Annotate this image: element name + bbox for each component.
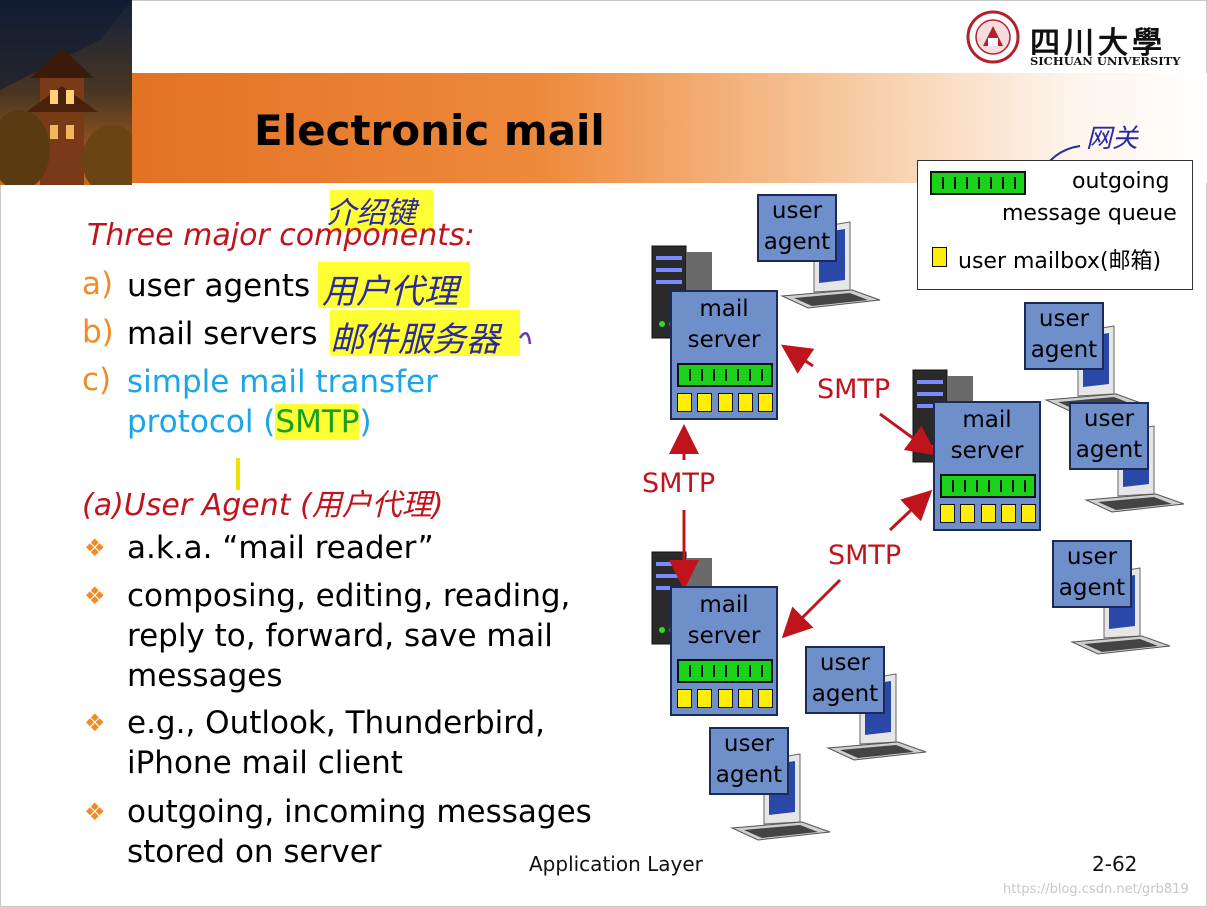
agent-label-line1: user bbox=[819, 650, 871, 676]
bullet-4-line-2: stored on server bbox=[127, 834, 382, 870]
bullet-2-line-2: reply to, forward, save mail bbox=[127, 618, 553, 654]
user-mailboxes bbox=[940, 504, 1036, 525]
slide-title: Electronic mail bbox=[254, 106, 605, 155]
smtp-label: SMTP bbox=[642, 468, 716, 499]
user-agent-box: user agent bbox=[1069, 402, 1149, 470]
highlight-mark bbox=[330, 190, 433, 232]
smtp-arrow bbox=[879, 412, 937, 456]
server-label-line2: server bbox=[687, 327, 761, 353]
legend-mailbox-swatch bbox=[932, 247, 947, 267]
footer-chapter: Application Layer bbox=[529, 852, 703, 876]
bullet-2-line-1: composing, editing, reading, bbox=[127, 578, 571, 614]
highlight-mark bbox=[318, 262, 470, 308]
bullet-3-line-2: iPhone mail client bbox=[127, 745, 403, 781]
item-c-text-line1: simple mail transfer bbox=[127, 364, 438, 400]
server-label: mail server bbox=[672, 590, 776, 652]
university-name-cn: 四川大學 bbox=[1030, 26, 1166, 61]
user-mailboxes bbox=[677, 689, 773, 710]
user-agent-heading: (a)User Agent (用户代理) bbox=[82, 488, 444, 523]
legend-box: outgoing message queue user mailbox(邮箱) bbox=[917, 160, 1193, 290]
smtp-label: SMTP bbox=[817, 374, 891, 405]
agent-label-line2: agent bbox=[811, 681, 879, 707]
smtp-label: SMTP bbox=[828, 540, 902, 571]
agent-label-line2: agent bbox=[715, 762, 783, 788]
item-c-text-line2: protocol (SMTP) bbox=[127, 402, 372, 442]
agent-label-line1: user bbox=[1083, 406, 1135, 432]
bullet-2-line-3: messages bbox=[127, 658, 283, 694]
user-agent-box: user agent bbox=[805, 646, 885, 714]
handwritten-note-top: 介绍键 bbox=[326, 196, 416, 231]
item-c-prefix: protocol ( bbox=[127, 404, 276, 440]
highlight-mark bbox=[330, 310, 520, 356]
item-c-smtp: SMTP bbox=[275, 404, 360, 440]
components-heading: Three major components: bbox=[87, 218, 475, 253]
handwritten-note-a: 用户代理 bbox=[322, 272, 458, 312]
university-seal-icon bbox=[966, 10, 1020, 64]
agent-label-line2: agent bbox=[1075, 437, 1143, 463]
handwritten-note-legend: 网关 bbox=[1086, 124, 1139, 154]
server-label-line1: mail bbox=[962, 407, 1012, 433]
server-label-line1: mail bbox=[699, 296, 749, 322]
outgoing-queue bbox=[677, 659, 773, 683]
bullet-1-line-1: a.k.a. “mail reader” bbox=[127, 530, 434, 566]
agent-label-line2: agent bbox=[1030, 337, 1098, 363]
agent-label-line1: user bbox=[723, 731, 775, 757]
user-mailboxes bbox=[677, 393, 773, 414]
campus-tower-photo bbox=[0, 0, 132, 185]
footer-page-number: 2-62 bbox=[1092, 852, 1138, 876]
smtp-arrow bbox=[781, 578, 842, 639]
university-name-en: SICHUAN UNIVERSITY bbox=[1030, 54, 1181, 68]
user-agent-box: user agent bbox=[709, 727, 789, 795]
text-cursor-mark bbox=[236, 458, 240, 490]
item-c-suffix: ) bbox=[359, 404, 372, 440]
smtp-arrow bbox=[888, 489, 933, 532]
server-label: mail server bbox=[935, 405, 1039, 467]
legend-queue-label-2: message queue bbox=[1002, 201, 1177, 226]
item-a-text: user agents bbox=[127, 268, 311, 304]
bullet-diamond-icon: ❖ bbox=[84, 582, 106, 610]
legend-queue-label-1: outgoing bbox=[1072, 169, 1170, 194]
watermark-url: https://blog.csdn.net/grb819 bbox=[1003, 882, 1189, 897]
mail-server-top: mail server bbox=[670, 290, 778, 420]
agent-label-line1: user bbox=[1038, 306, 1090, 332]
item-c-letter: c) bbox=[82, 362, 112, 398]
outgoing-queue bbox=[940, 474, 1036, 498]
server-label: mail server bbox=[672, 294, 776, 356]
bullet-4-line-1: outgoing, incoming messages bbox=[127, 794, 592, 830]
user-agent-box: user agent bbox=[1024, 302, 1104, 370]
item-b-letter: b) bbox=[82, 314, 114, 350]
mail-server-right: mail server bbox=[933, 401, 1041, 531]
bullet-diamond-icon: ❖ bbox=[84, 534, 106, 562]
handwritten-note-b: 邮件服务器 bbox=[330, 320, 500, 360]
agent-label-line2: agent bbox=[763, 229, 831, 255]
smtp-arrow bbox=[781, 344, 815, 374]
item-b-text: mail servers bbox=[127, 316, 318, 352]
handwritten-stroke bbox=[518, 331, 532, 345]
bullet-diamond-icon: ❖ bbox=[84, 709, 106, 737]
outgoing-queue bbox=[677, 363, 773, 387]
agent-label-line1: user bbox=[1066, 544, 1118, 570]
server-label-line1: mail bbox=[699, 592, 749, 618]
item-a-letter: a) bbox=[82, 266, 114, 302]
legend-queue-swatch bbox=[930, 171, 1026, 195]
agent-label-line1: user bbox=[771, 198, 823, 224]
bullet-3-line-1: e.g., Outlook, Thunderbird, bbox=[127, 705, 545, 741]
user-agent-box: user agent bbox=[757, 194, 837, 262]
mail-server-bottom: mail server bbox=[670, 586, 778, 716]
user-agent-box: user agent bbox=[1052, 540, 1132, 608]
bullet-diamond-icon: ❖ bbox=[84, 798, 106, 826]
legend-mailbox-label: user mailbox(邮箱) bbox=[958, 249, 1162, 274]
agent-label-line2: agent bbox=[1058, 575, 1126, 601]
server-label-line2: server bbox=[950, 438, 1024, 464]
server-label-line2: server bbox=[687, 623, 761, 649]
